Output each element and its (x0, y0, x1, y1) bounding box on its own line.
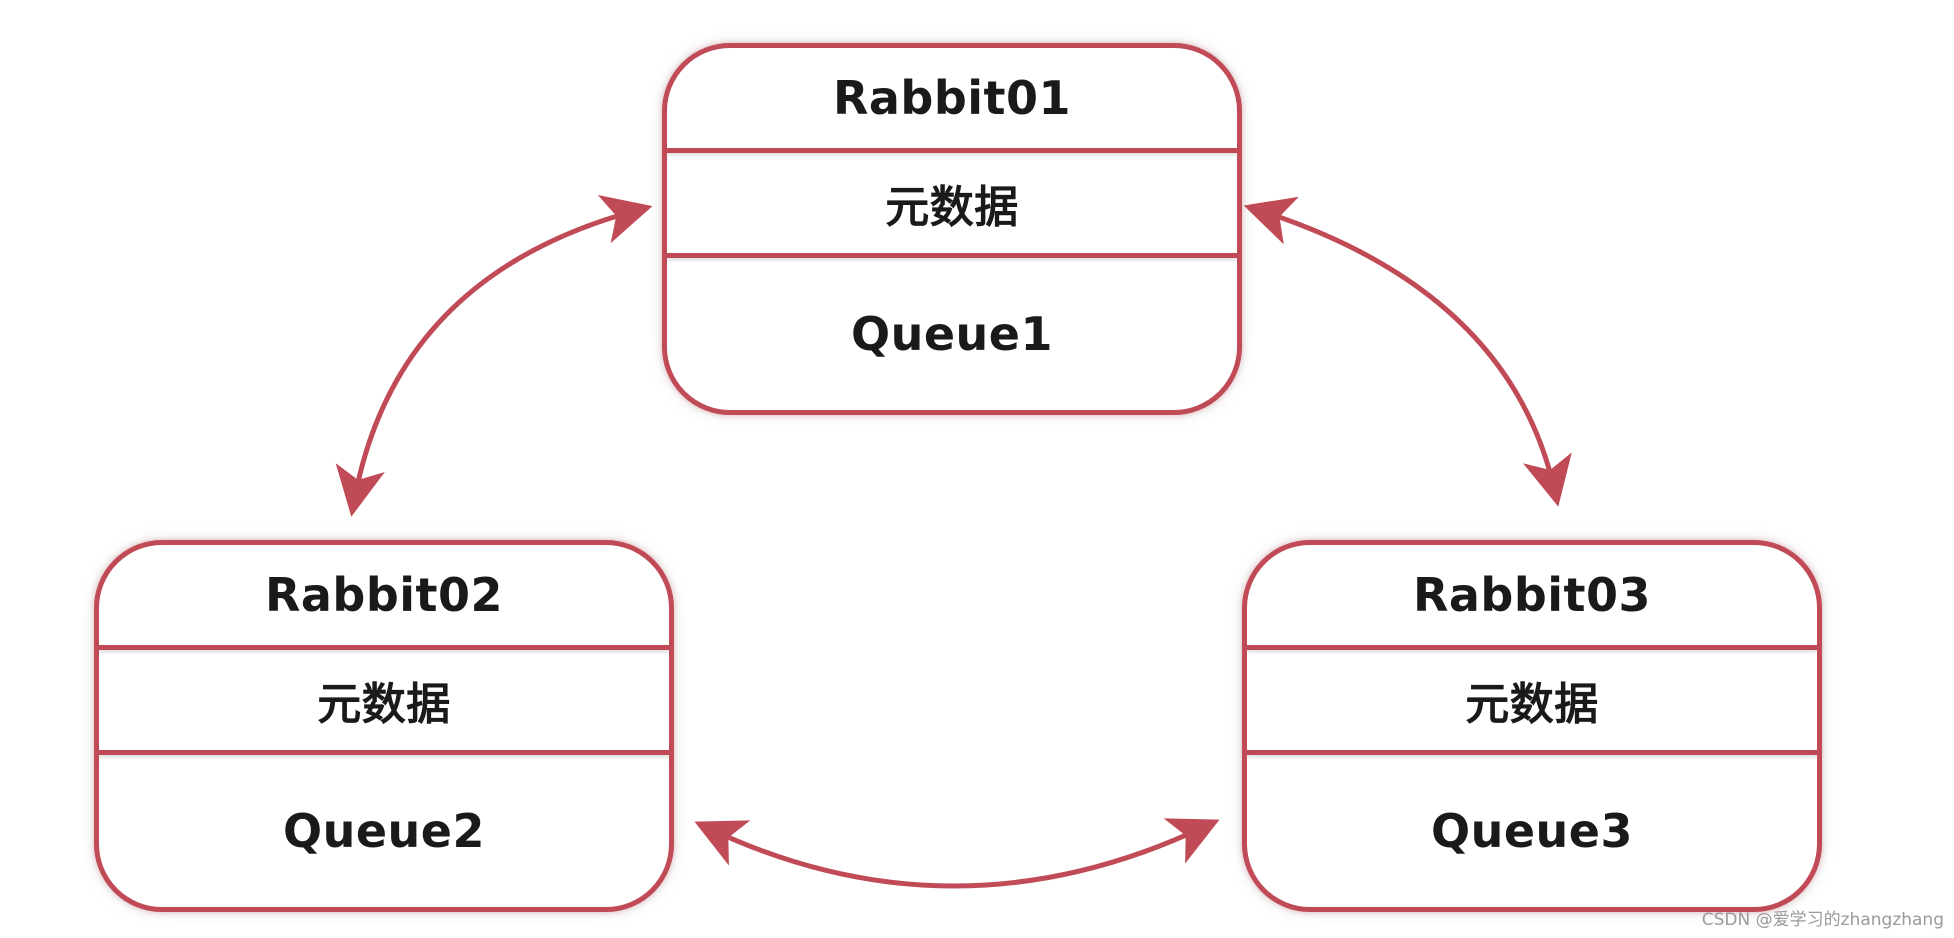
watermark-text: CSDN @爱学习的zhangzhang (1701, 910, 1944, 930)
node-divider (99, 750, 669, 755)
node-title: Rabbit03 (1412, 568, 1652, 622)
node-divider (667, 148, 1237, 153)
node-queue: Queue1 (850, 307, 1053, 361)
node-metadata: 元数据 (1465, 679, 1599, 730)
node-title: Rabbit01 (832, 71, 1072, 125)
node-divider (99, 645, 669, 650)
node-divider (1247, 645, 1817, 650)
arrow-rabbit01-rabbit02 (335, 194, 653, 517)
node-queue: Queue3 (1430, 804, 1633, 858)
node-divider (667, 253, 1237, 258)
node-rabbit01: Rabbit01 元数据 Queue1 (662, 43, 1242, 415)
node-rabbit02: Rabbit02 元数据 Queue2 (94, 540, 674, 912)
node-queue: Queue2 (282, 804, 485, 858)
arrow-rabbit02-rabbit03 (694, 818, 1220, 889)
node-rabbit03: Rabbit03 元数据 Queue3 (1242, 540, 1822, 912)
node-title: Rabbit02 (264, 568, 504, 622)
arrow-rabbit01-rabbit03 (1243, 196, 1572, 507)
node-metadata: 元数据 (885, 182, 1019, 233)
node-divider (1247, 750, 1817, 755)
node-metadata: 元数据 (317, 679, 451, 730)
